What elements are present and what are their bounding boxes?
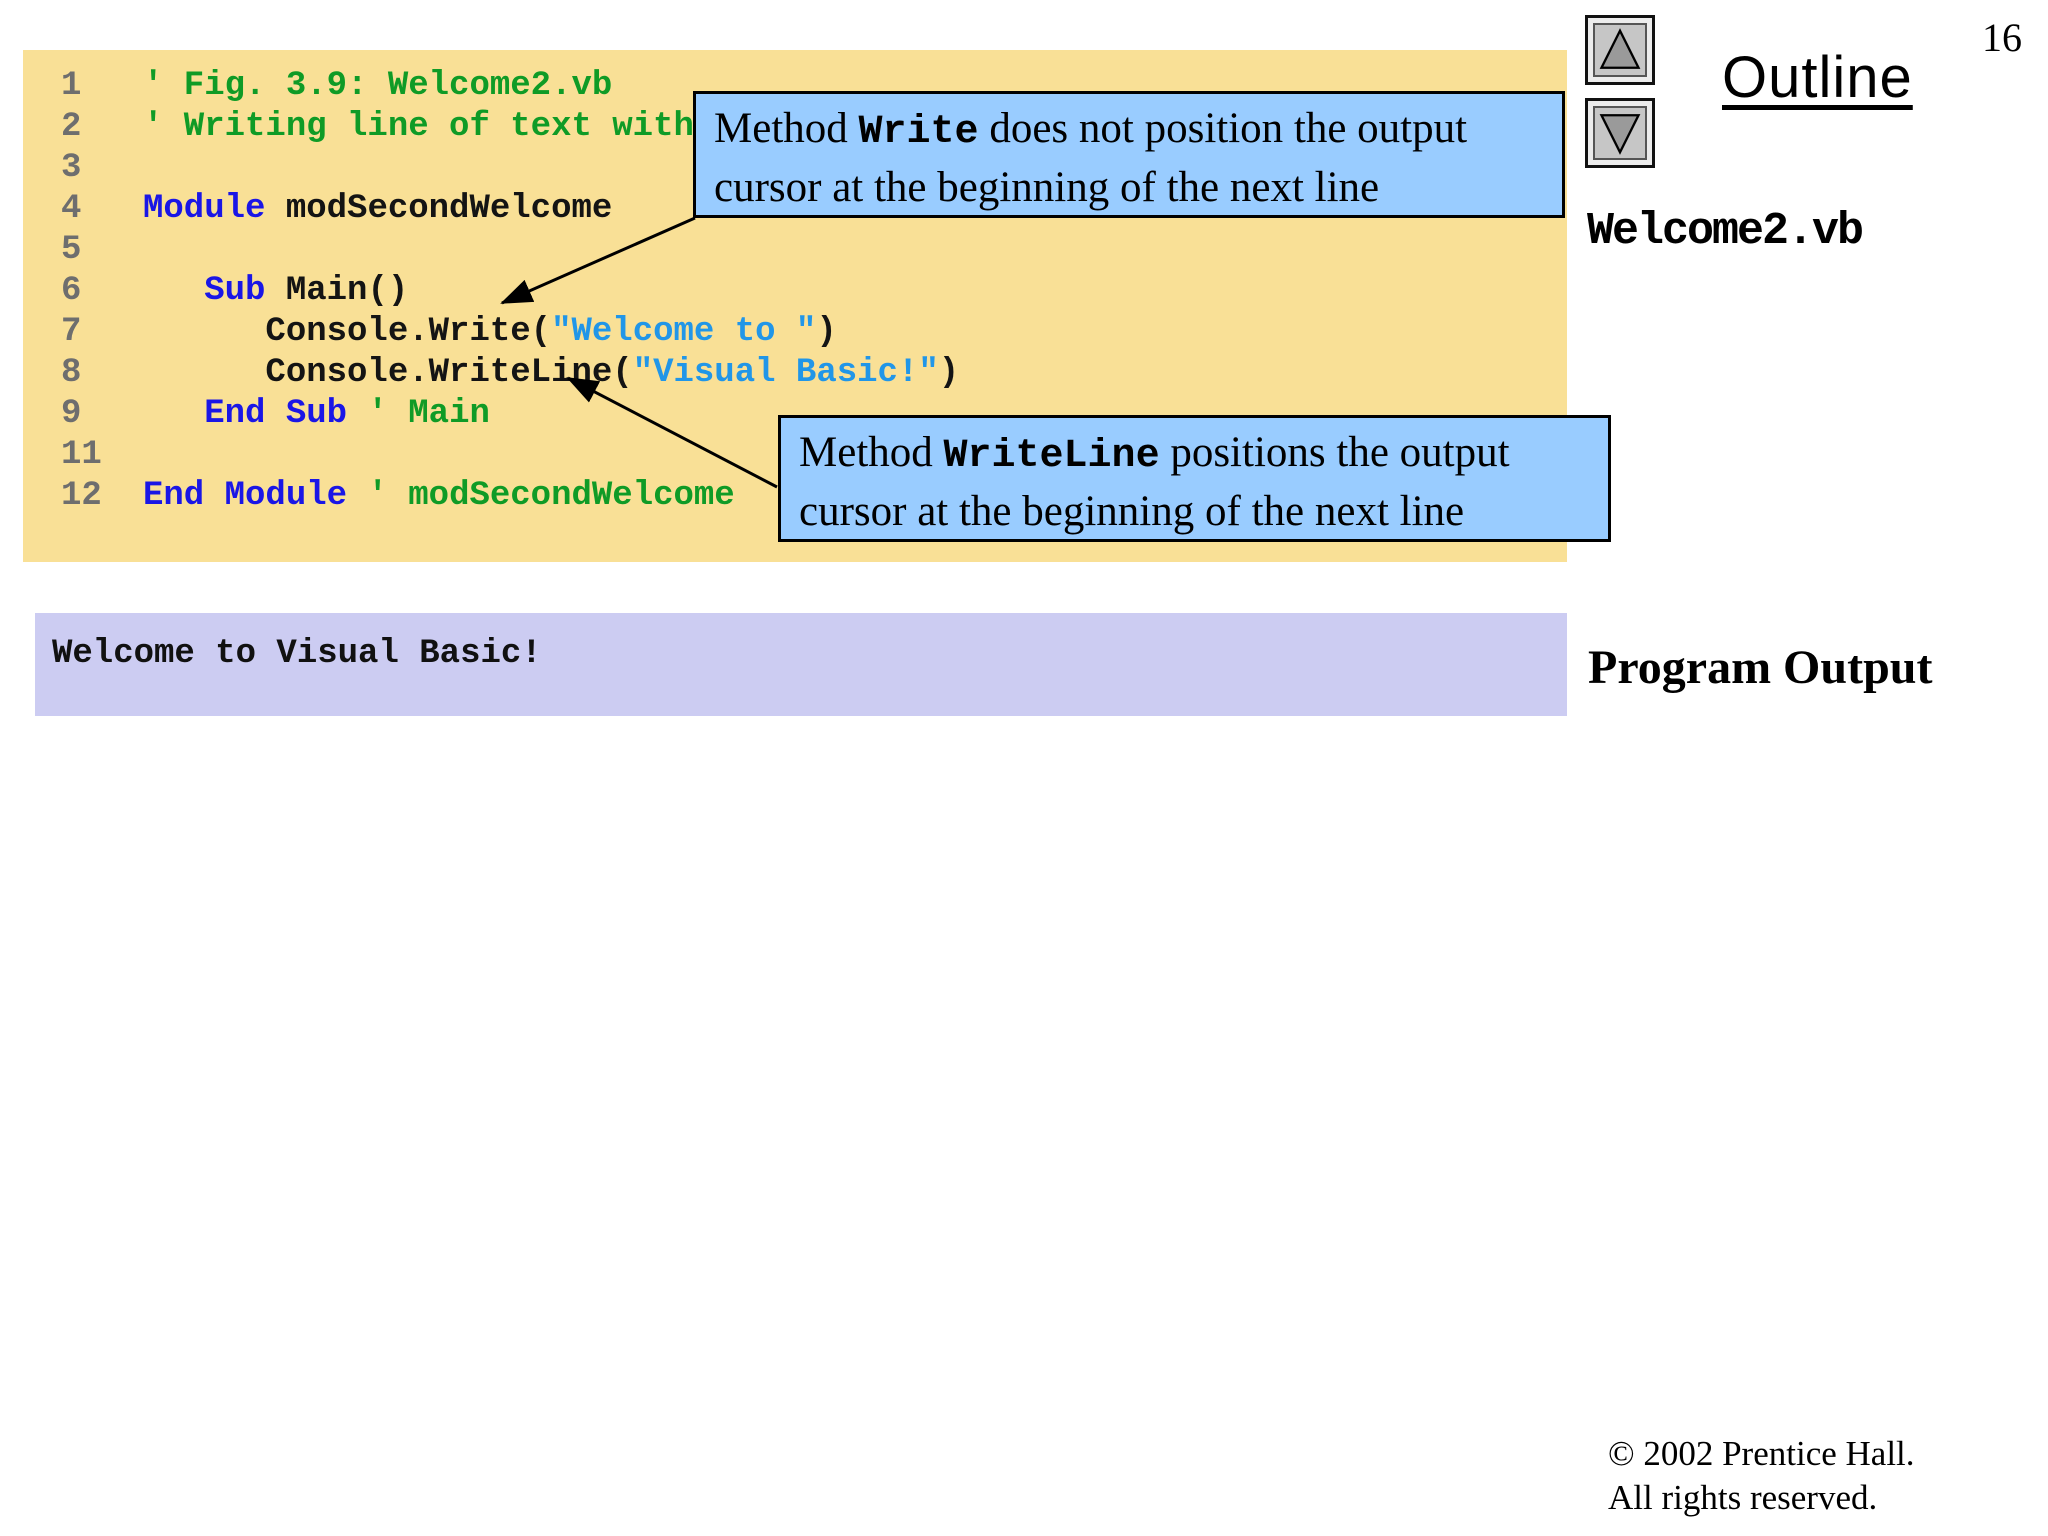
code-text: ' Writing line of text with bbox=[143, 107, 714, 148]
code-token: End Module bbox=[143, 477, 348, 515]
line-number: 1 bbox=[61, 67, 82, 105]
code-token: ) bbox=[938, 354, 960, 392]
code-lines: 1 ' Fig. 3.9: Welcome2.vb 2 ' Writing line … bbox=[61, 66, 959, 517]
line-number: 5 bbox=[61, 231, 82, 269]
callout-text: Method bbox=[714, 105, 859, 152]
line-number: 11 bbox=[61, 436, 102, 474]
code-token: modSecondWelcome bbox=[265, 190, 613, 228]
code-line: 5 bbox=[61, 230, 959, 271]
code-token: Console.Write( bbox=[143, 313, 552, 351]
code-line: 8 Console.WriteLine("Visual Basic!") bbox=[61, 353, 959, 394]
line-number: 2 bbox=[61, 108, 82, 146]
scroll-down-button[interactable] bbox=[1585, 98, 1655, 168]
code-line: 7 Console.Write("Welcome to ") bbox=[61, 312, 959, 353]
line-number: 12 bbox=[61, 477, 102, 515]
code-token: End Sub bbox=[204, 395, 348, 433]
code-token: Main() bbox=[265, 272, 409, 310]
code-line: 1 ' Fig. 3.9: Welcome2.vb bbox=[61, 66, 959, 107]
line-number: 7 bbox=[61, 313, 82, 351]
program-output-text: Welcome to Visual Basic! bbox=[52, 635, 542, 673]
code-token: ' Writing line of text with bbox=[143, 108, 715, 146]
callout-writeline: Method WriteLine positions the output cur… bbox=[778, 415, 1611, 542]
callout-text: cursor at the beginning of the next line bbox=[799, 488, 1465, 535]
code-line: 6 Sub Main() bbox=[61, 271, 959, 312]
code-token: "Welcome to " bbox=[551, 313, 817, 351]
line-number: 9 bbox=[61, 395, 82, 433]
code-text: Console.WriteLine("Visual Basic!") bbox=[143, 353, 959, 394]
code-line: 3 bbox=[61, 148, 959, 189]
code-text: Sub Main() bbox=[143, 271, 408, 312]
callout-text: positions the output bbox=[1159, 429, 1510, 476]
line-number: 4 bbox=[61, 190, 82, 228]
line-number: 3 bbox=[61, 149, 82, 187]
code-token bbox=[347, 477, 367, 515]
down-triangle-icon bbox=[1599, 114, 1641, 155]
callout-text: does not position the output bbox=[978, 105, 1468, 152]
code-token: Module bbox=[143, 190, 266, 228]
callout-text: cursor at the beginning of the next line bbox=[714, 164, 1380, 211]
callout-write: Method Write does not position the outpu… bbox=[693, 91, 1565, 218]
code-token: ' modSecondWelcome bbox=[367, 477, 735, 515]
copyright-line-1: © 2002 Prentice Hall. bbox=[1608, 1434, 1915, 1473]
callout-code-term: Write bbox=[858, 110, 979, 155]
copyright-line-2: All rights reserved. bbox=[1608, 1478, 1878, 1517]
code-token: ) bbox=[816, 313, 837, 351]
scroll-up-button[interactable] bbox=[1585, 15, 1655, 85]
copyright: © 2002 Prentice Hall. All rights reserve… bbox=[1608, 1432, 1915, 1520]
callout-code-term: WriteLine bbox=[943, 434, 1160, 479]
code-text: ' Fig. 3.9: Welcome2.vb bbox=[143, 66, 612, 107]
code-token: ' Main bbox=[367, 395, 490, 433]
code-token bbox=[143, 272, 204, 310]
callout-text: Method bbox=[799, 429, 944, 476]
line-number: 8 bbox=[61, 354, 82, 392]
code-token: ' Fig. 3.9: Welcome2.vb bbox=[143, 67, 613, 105]
code-token: "Visual Basic!" bbox=[632, 354, 939, 392]
code-line: 9 End Sub ' Main bbox=[61, 394, 959, 435]
code-line: 2 ' Writing line of text with bbox=[61, 107, 959, 148]
program-output-box: Welcome to Visual Basic! bbox=[35, 613, 1567, 716]
code-text: Module modSecondWelcome bbox=[143, 189, 612, 230]
code-text: Console.Write("Welcome to ") bbox=[143, 312, 837, 353]
outline-title: Outline bbox=[1722, 45, 1913, 110]
program-output-label: Program Output bbox=[1588, 641, 1933, 694]
up-triangle-icon bbox=[1599, 28, 1641, 69]
code-token bbox=[347, 395, 367, 433]
code-text: End Module ' modSecondWelcome bbox=[143, 476, 735, 517]
code-token bbox=[143, 395, 204, 433]
line-number: 6 bbox=[61, 272, 82, 310]
code-token: Sub bbox=[204, 272, 266, 310]
code-text: End Sub ' Main bbox=[143, 394, 490, 435]
file-name-label: Welcome2.vb bbox=[1587, 206, 1864, 257]
code-token: Console.WriteLine( bbox=[143, 354, 633, 392]
code-line: 11 bbox=[61, 435, 959, 476]
page-number: 16 bbox=[1982, 15, 2022, 60]
